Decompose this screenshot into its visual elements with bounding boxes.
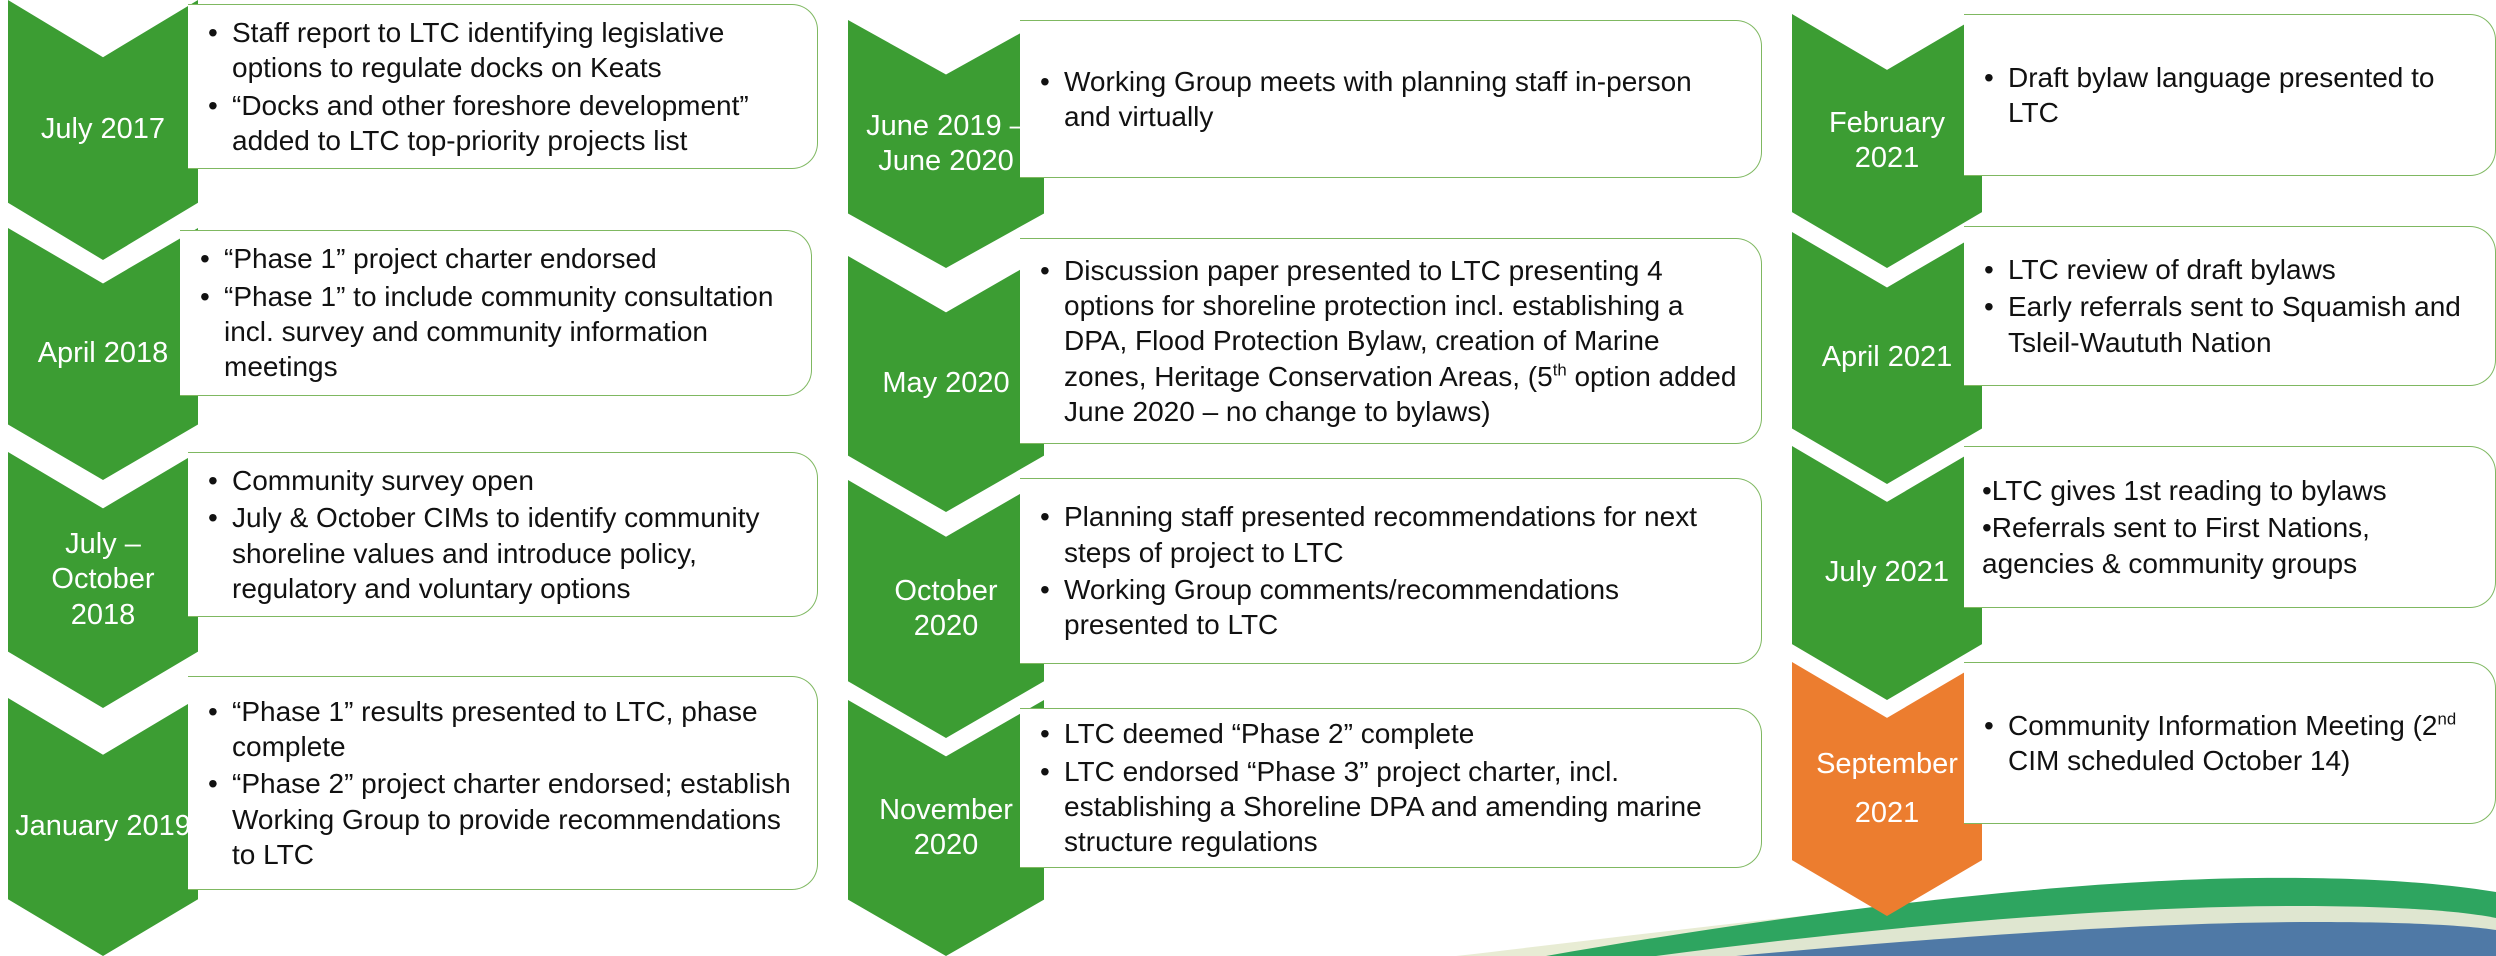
bullet: Draft bylaw language presented to LTC <box>1984 60 2477 131</box>
milestone-card: Working Group meets with planning staff … <box>1020 20 1762 178</box>
milestone-date: February 2021 <box>1828 106 1946 174</box>
bullet: Working Group comments/recommendations p… <box>1040 572 1743 643</box>
date-chevron: April 2021 <box>1792 232 1982 484</box>
milestone-card: LTC deemed “Phase 2” completeLTC endorse… <box>1020 708 1762 868</box>
bullet: “Phase 1” to include community consultat… <box>200 279 793 385</box>
milestone-card: LTC review of draft bylawsEarly referral… <box>1964 226 2496 386</box>
bullet: LTC review of draft bylaws <box>1984 252 2477 288</box>
superscript: nd <box>2437 709 2457 729</box>
date-chevron: February 2021 <box>1792 14 1982 268</box>
milestone-date: September 2021 <box>1816 747 1958 829</box>
bullet-text: Discussion paper presented to LTC presen… <box>1064 254 1684 392</box>
bullet: •LTC gives 1st reading to bylaws <box>1982 475 2387 507</box>
bullet: Community Information Meeting (2nd CIM s… <box>1984 708 2477 779</box>
decorative-wave <box>1456 877 2496 956</box>
bullet: Discussion paper presented to LTC presen… <box>1040 253 1743 429</box>
bullet-text: Community Information Meeting (2 <box>2008 709 2438 741</box>
milestone-card: Community survey openJuly & October CIMs… <box>188 452 818 617</box>
milestone-card: Discussion paper presented to LTC presen… <box>1020 238 1762 444</box>
milestone-card: Planning staff presented recommendations… <box>1020 478 1762 664</box>
milestone-card: Draft bylaw language presented to LTC <box>1964 14 2496 176</box>
milestone-card: “Phase 1” results presented to LTC, phas… <box>188 676 818 890</box>
date-chevron: April 2018 <box>8 228 198 480</box>
bullet: LTC endorsed “Phase 3” project charter, … <box>1040 754 1743 860</box>
milestone-date: July – October 2018 <box>51 527 155 631</box>
bullet: LTC deemed “Phase 2” complete <box>1040 716 1743 752</box>
bullet: Early referrals sent to Squamish and Tsl… <box>1984 289 2477 360</box>
milestone-date: October 2020 <box>894 574 998 642</box>
bullet: Working Group meets with planning staff … <box>1040 64 1743 135</box>
milestone-card: Community Information Meeting (2nd CIM s… <box>1964 662 2496 824</box>
milestone-card: •LTC gives 1st reading to bylaws •Referra… <box>1964 446 2496 608</box>
milestone-card: Staff report to LTC identifying legislat… <box>188 4 818 169</box>
bullet: Staff report to LTC identifying legislat… <box>208 15 799 86</box>
date-chevron: July – October 2018 <box>8 452 198 708</box>
date-chevron: May 2020 <box>848 256 1044 512</box>
milestone-date: July 2017 <box>40 113 166 146</box>
milestone-date: April 2021 <box>1821 341 1953 374</box>
superscript: th <box>1552 360 1567 380</box>
milestone-date: July 2021 <box>1824 556 1950 589</box>
bullet-text: option added June 2020 – no change to by… <box>1064 360 1737 427</box>
milestone-date: May 2020 <box>882 367 1010 400</box>
date-chevron: January 2019 <box>8 698 198 956</box>
bullet: “Phase 1” project charter endorsed <box>200 241 793 277</box>
bullet: Community survey open <box>208 463 799 499</box>
date-chevron: July 2021 <box>1792 446 1982 700</box>
bullet: July & October CIMs to identify communit… <box>208 500 799 606</box>
milestone-date: November 2020 <box>879 793 1013 861</box>
bullet: “Phase 1” results presented to LTC, phas… <box>208 694 799 765</box>
milestone-date: June 2019 – June 2020 <box>866 109 1026 177</box>
bullet: •Referrals sent to First Nations, agenci… <box>1982 512 2370 579</box>
date-chevron: October 2020 <box>848 480 1044 738</box>
bullet-text: CIM scheduled October 14) <box>2008 745 2351 776</box>
bullet: “Docks and other foreshore development” … <box>208 88 799 159</box>
date-chevron: November 2020 <box>848 700 1044 956</box>
bullet: Planning staff presented recommendations… <box>1040 499 1743 570</box>
date-chevron: July 2017 <box>8 0 198 260</box>
milestone-date: April 2018 <box>37 337 169 370</box>
milestone-date: January 2019 <box>15 810 191 843</box>
bullet: “Phase 2” project charter endorsed; esta… <box>208 766 799 872</box>
date-chevron: June 2019 – June 2020 <box>848 20 1044 268</box>
milestone-card: “Phase 1” project charter endorsed“Phase… <box>180 230 812 396</box>
